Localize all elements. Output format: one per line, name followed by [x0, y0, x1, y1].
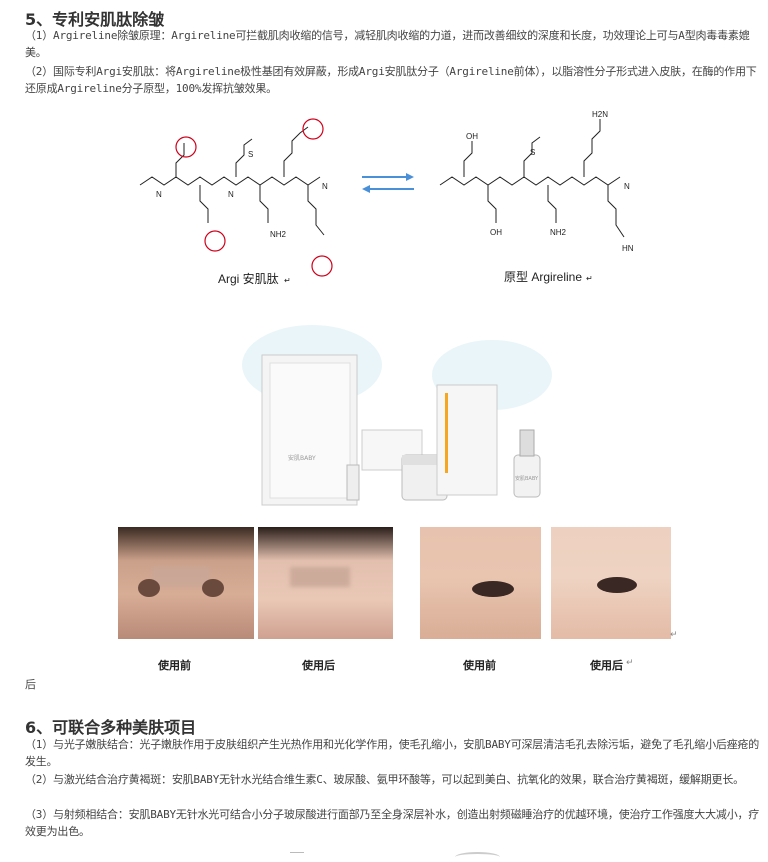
atom-label: HN [622, 244, 634, 253]
highlight-circle [204, 230, 226, 252]
section5-para1: （1）Argireline除皱原理：Argireline可拦截肌肉收缩的信号，减… [25, 29, 750, 59]
atom-label: OH [490, 228, 502, 237]
eye-blur [290, 567, 350, 587]
section6-para3: （3）与射频相结合：安肌BABY无针水光可结合小分子玻尿酸进行面部乃至全身深层补… [25, 808, 760, 838]
atom-label: N [322, 182, 328, 191]
product-photo: 安肌BABY 安肌BABY [242, 325, 552, 506]
highlight-circle [175, 136, 197, 158]
atom-label: H2N [592, 110, 608, 119]
diagram-left-caption: Argi 安肌肽 [218, 271, 279, 286]
atom-label: NH2 [270, 230, 287, 239]
atom-label: N [228, 190, 234, 199]
atom-label: S [530, 148, 535, 157]
eye-blur [152, 567, 210, 587]
section5-title: 5、专利安肌肽除皱 [25, 10, 165, 29]
eye-shadow [138, 579, 160, 597]
equilibrium-arrows [362, 173, 414, 193]
image-fragment [290, 852, 304, 861]
bottle-label: 安肌BABY [515, 475, 539, 482]
product-box-label: 安肌BABY [288, 454, 316, 462]
photo-label: 使用后 [302, 659, 335, 672]
atom-label: NH2 [550, 228, 567, 237]
atom-label: S [248, 150, 253, 159]
after-photo-eye [551, 527, 671, 639]
image-fragment [455, 852, 500, 862]
atom-label: N [624, 182, 630, 191]
after-photo-face [258, 527, 393, 639]
eye [472, 581, 514, 597]
section6-title: 6、可联合多种美肤项目 [25, 718, 197, 737]
photo-label: 使用前 [158, 659, 191, 672]
section5-para2: （2）国际专利Argi安肌肽：将Argireline极性基团有效屏蔽，形成Arg… [25, 65, 757, 95]
before-photo-eye [420, 527, 541, 639]
return-mark: ↵ [670, 630, 678, 640]
eye [597, 577, 637, 593]
eye-shadow [202, 579, 224, 597]
after-text: 后 [25, 678, 36, 691]
highlight-circle [302, 118, 324, 140]
photo-label: 使用前 [463, 659, 496, 672]
return-mark: ↵ [284, 276, 291, 285]
atom-label: N [156, 190, 162, 199]
return-mark: ↵ [586, 274, 593, 283]
highlight-circle [311, 255, 333, 277]
before-photo-face [118, 527, 254, 639]
return-mark: ↵ [626, 658, 634, 668]
peptide-structure-diagram: N N S NH2 N S OH OH NH2 H2N N HN Argi 安肌… [139, 110, 634, 286]
photo-label: 使用后 [590, 659, 623, 672]
section6-para1: （1）与光子嫩肤结合：光子嫩肤作用于皮肤组织产生光热作用和光化学作用，使毛孔缩小… [25, 738, 760, 768]
diagram-right-caption: 原型 Argireline [504, 270, 582, 284]
section6-para2: （2）与激光结合治疗黄褐斑：安肌BABY无针水光结合维生素C、玻尿酸、氨甲环酸等… [25, 773, 744, 786]
atom-label: OH [466, 132, 478, 141]
